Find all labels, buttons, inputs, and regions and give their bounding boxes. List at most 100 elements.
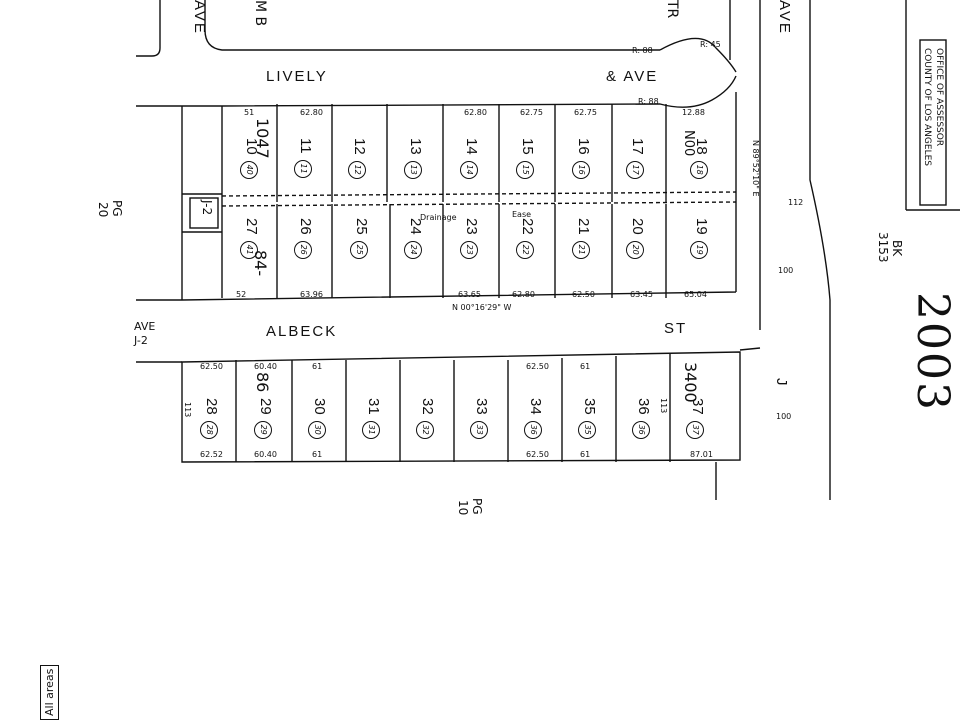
depth-112: 112: [788, 198, 804, 207]
parcel-number-circle: 40: [240, 160, 258, 179]
lot-number: 20: [629, 218, 646, 235]
dimension-label: 52: [236, 290, 247, 299]
dimension-label: 61: [580, 450, 591, 459]
dimension-label: 61: [312, 450, 323, 459]
book-number: 3153: [876, 232, 890, 263]
depth-100-b: 100: [776, 412, 792, 421]
depth-113-b: 113: [659, 398, 668, 414]
lot-number: 12: [351, 138, 368, 155]
parcel-number-circle: 19: [690, 240, 708, 259]
lot-label: 1414: [460, 138, 482, 179]
lot-label: 2525: [350, 218, 372, 259]
depth-100: 100: [778, 266, 794, 275]
parcel-number-circle: 29: [254, 420, 272, 439]
dimension-label: 60.40: [254, 450, 277, 459]
street-lively: LIVELY: [266, 68, 328, 85]
record-map-label: M B: [252, 0, 268, 27]
lot-number: 35: [581, 398, 598, 415]
lot-label: 2323: [460, 218, 482, 259]
radius-c: R: 45: [700, 40, 721, 49]
lot-label: 1111: [294, 138, 316, 178]
lot-number: 33: [473, 398, 490, 415]
lot-number: 28: [203, 398, 220, 415]
lot-label: 2741: [240, 218, 262, 259]
lot-label: 3333: [470, 398, 492, 439]
lot-label: 3737: [686, 398, 708, 439]
lot-label: 1818: [690, 138, 712, 179]
lot-label: 1717: [626, 138, 648, 179]
j2-box-label: J-2: [200, 200, 214, 216]
lot-number: 32: [419, 398, 436, 415]
dimension-label: 62.50: [526, 450, 549, 459]
drainage-label: Drainage: [420, 213, 457, 222]
lot-number: 34: [527, 398, 544, 415]
book-label: BK: [890, 240, 904, 257]
page-ref-20-number: 20: [96, 202, 110, 218]
parcel-number-circle: 36: [524, 420, 542, 439]
footer-note: All areas: [40, 664, 59, 720]
tract-number-3400: 3400: [681, 362, 700, 403]
lot-number: 10: [243, 138, 260, 155]
dimension-label: 62.80: [512, 290, 535, 299]
dimension-label: 62.50: [200, 362, 223, 371]
lot-label: 1313: [404, 138, 426, 179]
dimension-label: 62.80: [464, 108, 487, 117]
parcel-number-circle: 28: [200, 420, 218, 439]
dimension-label: 65.04: [684, 290, 707, 299]
lot-label: 2828: [200, 398, 222, 439]
dimension-label: 63.45: [630, 290, 653, 299]
lot-number: 26: [297, 218, 314, 235]
dimension-label: 62.75: [520, 108, 543, 117]
lot-label: 3232: [416, 398, 438, 439]
parcel-number-circle: 24: [404, 240, 422, 259]
lot-number: 23: [463, 218, 480, 235]
lot-number: 29: [257, 398, 274, 415]
radius-a: R: 88: [638, 97, 659, 106]
parcel-number-circle: 25: [350, 240, 368, 259]
lot-number: 24: [407, 218, 424, 235]
street-ave-top-left: AVE: [191, 0, 208, 35]
lot-number: 15: [519, 138, 536, 155]
lot-number: 37: [689, 398, 706, 415]
dimension-label: 60.40: [254, 362, 277, 371]
tract-number-86: 86: [253, 372, 272, 393]
dimension-label: 62.80: [300, 108, 323, 117]
lot-label: 3436: [524, 398, 546, 439]
lot-label: 2424: [404, 218, 426, 259]
street-albeck: ALBECK: [266, 323, 338, 340]
parcel-number-circle: 26: [294, 240, 312, 259]
tract-label: TR: [664, 0, 680, 19]
lot-label: 2626: [294, 218, 316, 259]
parcel-number-circle: 11: [294, 159, 312, 178]
street-albeck-st: ST: [664, 320, 688, 337]
lot-number: 30: [311, 398, 328, 415]
lot-label: 2121: [572, 218, 594, 259]
lot-label: 1212: [348, 138, 370, 179]
lot-label: 1919: [690, 218, 712, 259]
lot-label: 2929: [254, 398, 276, 439]
parcel-number-circle: 21: [572, 240, 590, 259]
parcel-number-circle: 12: [348, 160, 366, 179]
dimension-label: 62.75: [574, 108, 597, 117]
parcel-number-circle: 37: [686, 420, 704, 439]
parcel-number-circle: 17: [626, 160, 644, 179]
map-number: 2003: [907, 292, 958, 412]
page-ref-20-label: PG: [110, 200, 124, 217]
dimension-label: 62.50: [572, 290, 595, 299]
dimension-label: 12.88: [682, 108, 705, 117]
lot-label: 3636: [632, 398, 654, 439]
parcel-number-circle: 41: [240, 240, 258, 259]
lot-label: 3535: [578, 398, 600, 439]
lot-label: 1515: [516, 138, 538, 179]
lot-label: 3131: [362, 398, 384, 439]
parcel-number-circle: 30: [308, 420, 326, 439]
parcel-number-circle: 14: [460, 160, 478, 179]
easement-label: Ease: [512, 210, 532, 219]
bearing-albeck: N 00°16'29" W: [452, 303, 512, 312]
lot-number: 22: [519, 218, 536, 235]
lot-number: 18: [693, 138, 710, 155]
street-ave-label: AVE: [134, 320, 156, 333]
dimension-label: 87.01: [690, 450, 713, 459]
